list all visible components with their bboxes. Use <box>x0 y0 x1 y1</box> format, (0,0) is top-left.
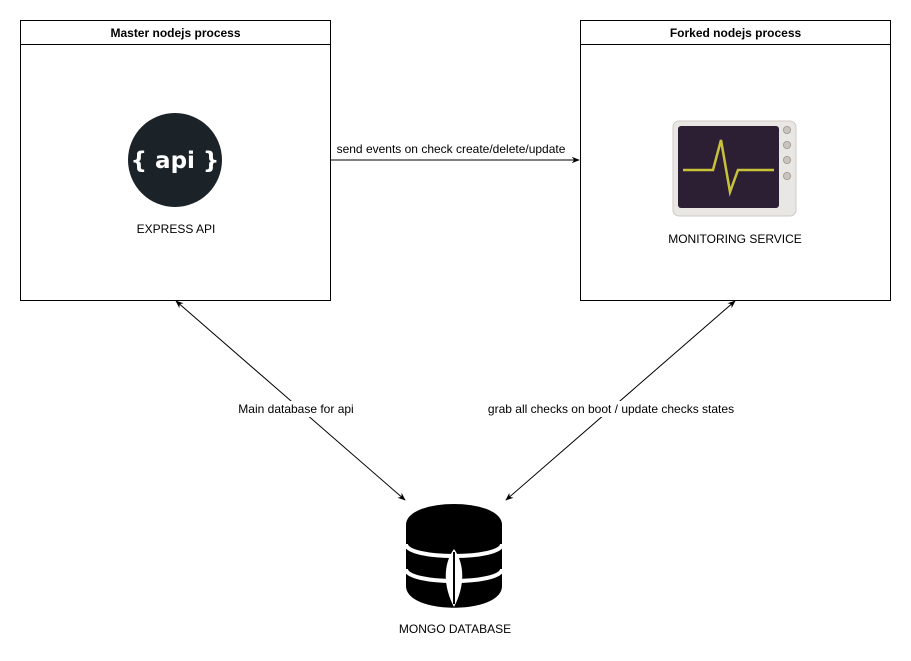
edge-master-db <box>175 300 406 501</box>
edge-label-master-to-forked: send events on check create/delete/updat… <box>334 141 568 157</box>
api-icon-text: { api } <box>131 148 220 174</box>
edge-label-forked-db: grab all checks on boot / update checks … <box>485 401 737 417</box>
monitoring-service-label: MONITORING SERVICE <box>668 232 802 246</box>
master-process-header: Master nodejs process <box>21 21 330 45</box>
edge-label-master-db: Main database for api <box>236 401 356 417</box>
api-icon: { api } <box>128 113 222 207</box>
express-api-label: EXPRESS API <box>136 222 216 236</box>
edge-forked-db <box>505 300 736 501</box>
mongo-database-icon <box>404 504 504 608</box>
mongo-database-label: MONGO DATABASE <box>398 622 512 636</box>
monitor-icon <box>672 120 797 217</box>
forked-process-header: Forked nodejs process <box>581 21 890 45</box>
